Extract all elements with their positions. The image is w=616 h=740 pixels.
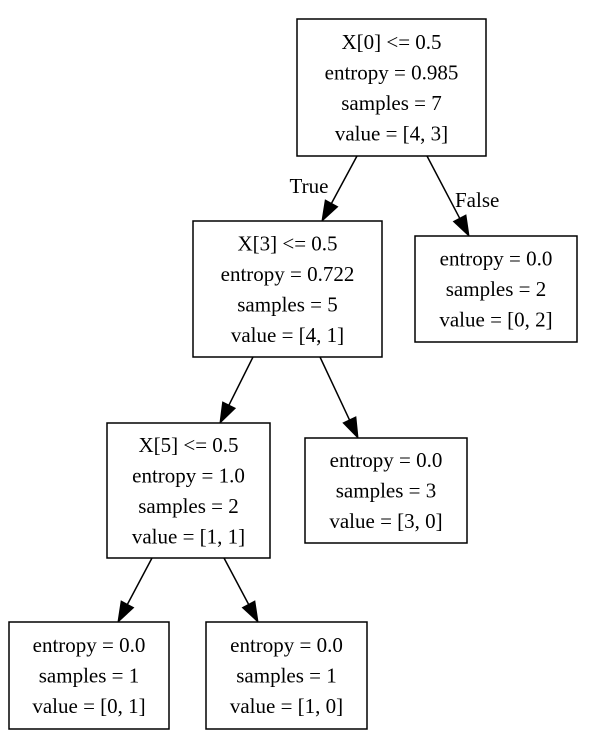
node-text-line: samples = 1 [236, 664, 337, 688]
node-text-line: entropy = 0.722 [221, 262, 355, 286]
node-box [192, 220, 383, 358]
edge-n0-n2: False [426, 155, 499, 238]
node-box [304, 437, 468, 544]
node-text-line: value = [1, 0] [230, 694, 343, 718]
node-text-line: samples = 2 [138, 494, 239, 518]
edge-n0-n1: True [290, 155, 358, 223]
node-text-line: value = [4, 1] [231, 323, 344, 347]
tree-node-n2: entropy = 0.0 samples = 2 value = [0, 2] [414, 235, 578, 343]
edge-n1-n3 [219, 356, 254, 425]
arrowhead-icon [452, 214, 470, 238]
edge-line [426, 155, 461, 219]
tree-node-n5: entropy = 0.0 samples = 1 value = [0, 1] [8, 621, 170, 730]
node-text-line: samples = 1 [39, 664, 140, 688]
node-text-line: value = [0, 2] [439, 308, 552, 332]
node-text-line: entropy = 0.0 [330, 448, 443, 472]
tree-node-n1: X[3] <= 0.5 entropy = 0.722 samples = 5 val… [192, 220, 383, 358]
arrowhead-icon [117, 600, 135, 624]
node-text-line: entropy = 0.985 [325, 60, 459, 84]
tree-node-n0: X[0] <= 0.5 entropy = 0.985 samples = 7 val… [296, 18, 487, 157]
node-text-line: X[0] <= 0.5 [341, 30, 441, 54]
edge-label: True [290, 174, 329, 198]
node-text-line: X[3] <= 0.5 [237, 231, 337, 255]
node-text-line: entropy = 0.0 [230, 633, 343, 657]
node-text-line: value = [3, 0] [329, 509, 442, 533]
tree-node-n4: entropy = 0.0 samples = 3 value = [3, 0] [304, 437, 468, 544]
node-text-line: samples = 2 [446, 277, 547, 301]
node-box [414, 235, 578, 343]
node-text-line: X[5] <= 0.5 [138, 433, 238, 457]
edge-line [330, 155, 358, 204]
edge-line [223, 557, 250, 605]
edge-label: False [455, 188, 499, 212]
node-text-line: entropy = 0.0 [33, 633, 146, 657]
node-box [106, 422, 271, 559]
node-text-line: value = [0, 1] [32, 694, 145, 718]
edge-line [126, 557, 153, 605]
node-text-line: samples = 3 [336, 479, 437, 503]
edge-n1-n4 [319, 356, 359, 440]
tree-node-n6: entropy = 0.0 samples = 1 value = [1, 0] [205, 621, 368, 730]
node-text-line: value = [1, 1] [132, 524, 245, 548]
node-text-line: samples = 5 [237, 292, 338, 316]
node-text-line: samples = 7 [341, 91, 442, 115]
arrowhead-icon [321, 199, 339, 223]
edge-line [319, 356, 351, 421]
node-text-line: entropy = 0.0 [440, 247, 553, 271]
edge-line [228, 356, 254, 406]
arrowhead-icon [219, 401, 237, 425]
node-box [205, 621, 368, 730]
node-box [8, 621, 170, 730]
node-text-line: value = [4, 3] [335, 121, 448, 145]
node-box [296, 18, 487, 157]
node-text-line: entropy = 1.0 [132, 463, 245, 487]
edge-n3-n6 [223, 557, 259, 624]
tree-node-n3: X[5] <= 0.5 entropy = 1.0 samples = 2 value… [106, 422, 271, 559]
arrowhead-icon [241, 600, 259, 624]
edge-n3-n5 [117, 557, 153, 624]
arrowhead-icon [342, 416, 359, 440]
nodes-layer: X[0] <= 0.5 entropy = 0.985 samples = 7 val… [8, 18, 578, 730]
